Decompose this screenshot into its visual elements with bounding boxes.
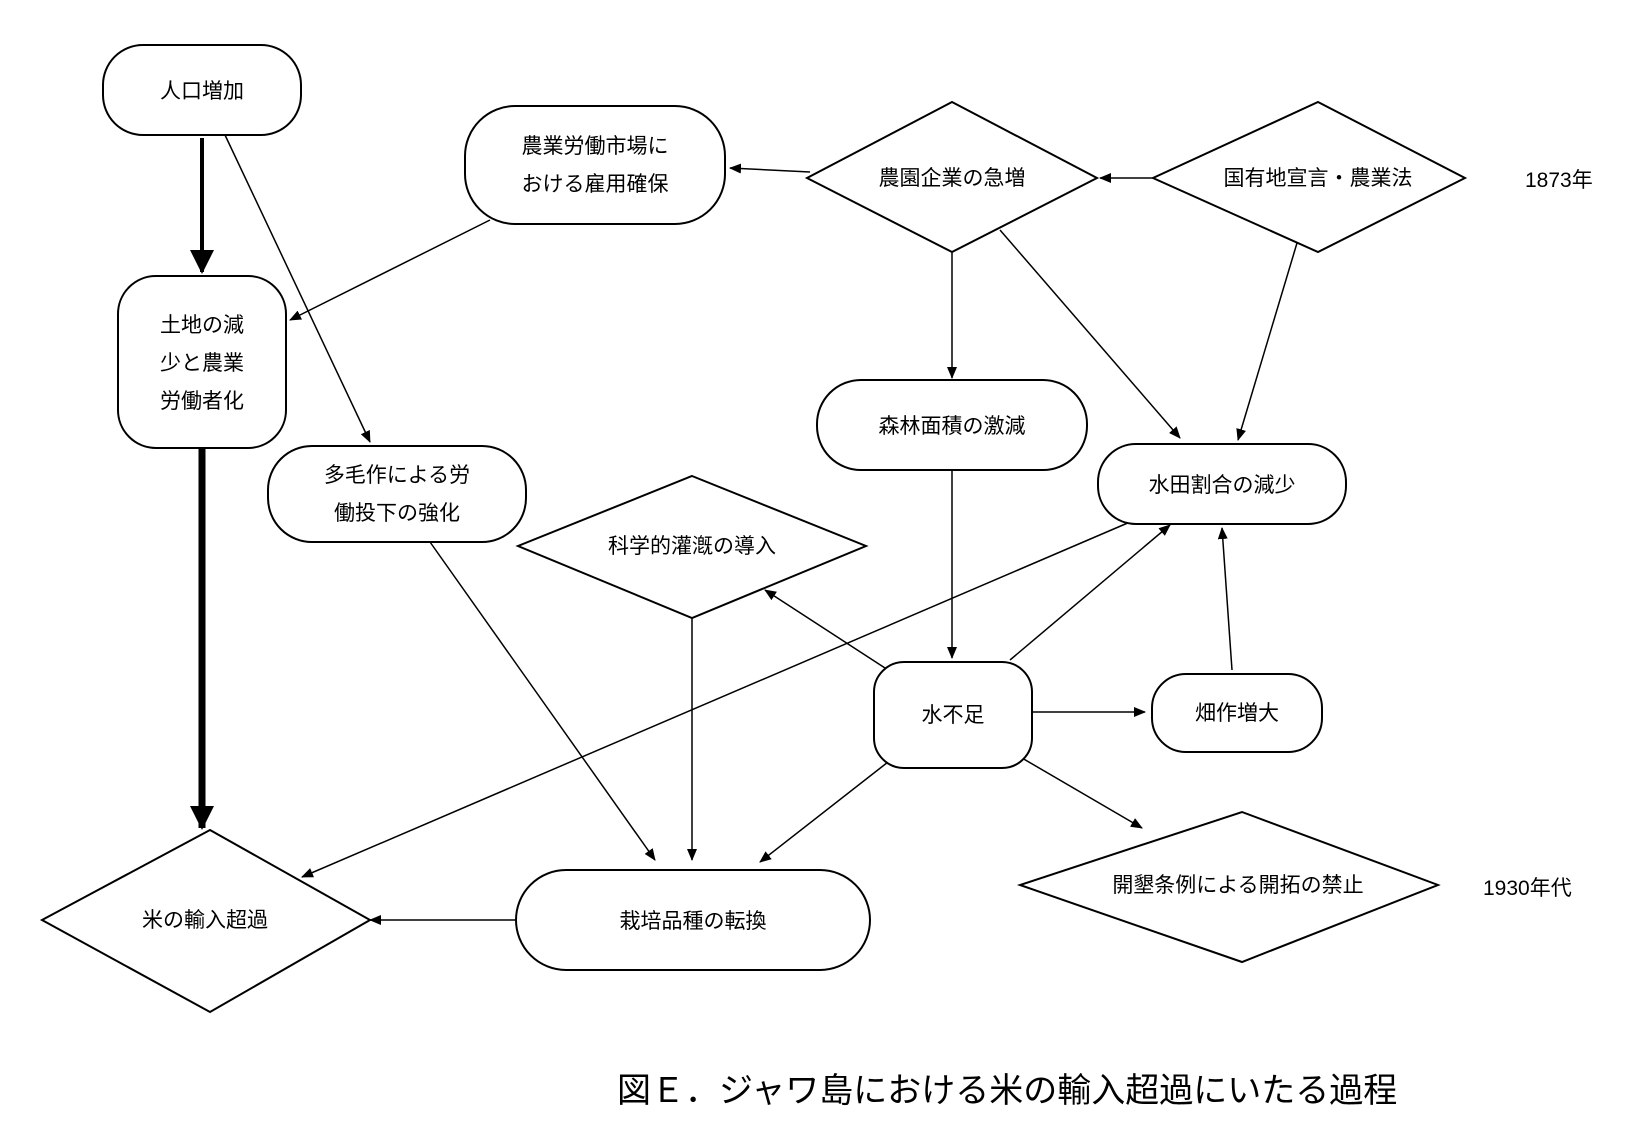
edge-population-to-multicropping: [224, 134, 371, 443]
node-label: 科学的灌漑の導入: [608, 534, 776, 558]
node-label-line-1: 土地の減: [160, 313, 244, 337]
node-label: 畑作増大: [1195, 701, 1279, 725]
edge-stateland-to-paddy: [1236, 242, 1298, 441]
edge-labor-market-to-land: [289, 219, 491, 321]
node-label: 米の輸入超過: [142, 908, 268, 932]
node-label-line-2: 少と農業: [160, 351, 244, 375]
edge-paddy-to-rice-import: [301, 521, 1131, 878]
node-label: 国有地宣言・農業法: [1224, 166, 1413, 190]
node-rice-import-excess: 米の輸入超過: [39, 828, 373, 1014]
node-state-land-law: 国有地宣言・農業法: [1150, 100, 1468, 254]
node-label: 農園企業の急増: [879, 166, 1026, 190]
year-label-1873: 1873年: [1525, 169, 1593, 192]
node-label: 開墾条例による開拓の禁止: [1112, 873, 1363, 897]
node-scientific-irrigation: 科学的灌漑の導入: [515, 474, 869, 620]
node-forest-decrease: 森林面積の激減: [816, 379, 1088, 471]
node-label: 森林面積の激減: [879, 414, 1026, 438]
node-land-decrease: 土地の減 少と農業 労働者化: [117, 275, 287, 449]
node-label-line-3: 労働者化: [160, 389, 244, 413]
node-upland-increase: 畑作増大: [1151, 673, 1323, 753]
node-multicropping-labor: 多毛作による労 働投下の強化: [267, 445, 527, 543]
node-reclamation-ban: 開墾条例による開拓の禁止: [1016, 810, 1441, 964]
edge-water-to-reclamation: [1021, 757, 1143, 829]
node-label: 人口増加: [160, 79, 244, 103]
node-plantation-surge: 農園企業の急増: [804, 100, 1100, 254]
node-label-line-2: 働投下の強化: [334, 501, 460, 525]
node-label: 水不足: [922, 703, 985, 727]
node-label-line-1: 多毛作による労: [324, 463, 470, 487]
node-population-increase: 人口増加: [102, 44, 302, 136]
node-label: 栽培品種の転換: [620, 909, 767, 933]
node-variety-conversion: 栽培品種の転換: [515, 869, 871, 971]
edge-upland-to-paddy: [1217, 527, 1233, 671]
edge-multicropping-to-variety: [429, 541, 656, 861]
node-water-shortage: 水不足: [873, 661, 1033, 769]
node-labor-market-employment: 農業労働市場に おける雇用確保: [464, 105, 726, 225]
edge-water-to-paddy: [1009, 524, 1171, 661]
edge-plantation-to-labor-market: [729, 163, 811, 174]
edge-water-to-variety: [759, 761, 889, 863]
edge-plantation-to-paddy: [999, 229, 1181, 439]
node-label-line-2: おける雇用確保: [522, 172, 669, 196]
year-label-1930s: 1930年代: [1483, 877, 1572, 900]
edge-water-to-irrigation: [764, 589, 886, 669]
node-label: 水田割合の減少: [1149, 473, 1296, 497]
node-paddy-ratio-decrease: 水田割合の減少: [1097, 443, 1347, 525]
node-label-line-1: 農業労働市場に: [522, 134, 669, 158]
edges: [190, 134, 1298, 925]
figure-caption: 図Ｅ．ジャワ島における米の輸入超過にいたる過程: [617, 1071, 1397, 1111]
